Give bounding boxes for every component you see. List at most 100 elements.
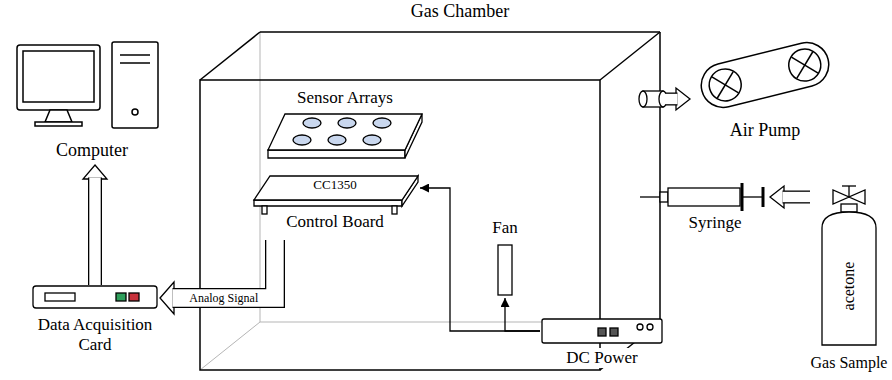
wire-line [505,298,540,331]
fan-label: Fan [485,218,525,238]
syringe-icon-part [660,192,668,202]
air-pump-icon-part [785,46,824,85]
daq-card-icon-part [33,286,157,308]
computer-icon-part [35,122,82,126]
air-pump-icon-part [791,52,818,79]
dc-power: DC Power [540,318,665,368]
wire-arrow [420,188,540,331]
sensor-array-plate-part [293,118,391,145]
block-arrow [665,88,690,110]
arrow-body [173,240,276,298]
dc-power-box-part [598,328,606,336]
syringe-icon-part [762,187,765,207]
block-arrow [160,240,275,314]
fan-icon-part [498,245,512,295]
chamber-outline-part [200,32,260,80]
dc-power-box-part [647,324,653,330]
gas-cylinder-icon-part [822,212,876,345]
chamber-outline-part [600,32,660,80]
gas-sample-label: Gas Sample [806,354,892,372]
computer: Computer [12,40,172,165]
gas-sample: acetoneGas Sample [810,182,888,377]
computer-icon-part [132,109,138,115]
gas-cylinder-icon-part [841,204,857,212]
computer-icon-part [45,110,72,122]
computer-icon-part [112,42,158,128]
daq-card-icon-part [45,293,75,301]
dc-power-box-part [610,328,618,336]
air-pump-icon-part [712,72,739,99]
control-board-shape-part [392,206,397,214]
computer-icon-part [120,54,150,56]
computer-icon [17,42,158,128]
control-board-shape [254,176,418,214]
sensor-array-plate-part-part [338,118,356,128]
chamber-outline-part [659,32,661,322]
sensor-array-plate-part-part [293,135,311,145]
gas-cylinder-icon-part [842,185,856,186]
sensor-array-plate-part-part [363,135,381,145]
arrow-head [83,165,107,179]
gas-chamber: Gas ChamberSensor ArraysCC1350Control Bo… [195,0,665,375]
syringe-icon-part [742,196,762,197]
sensor-array-plate-part [268,150,405,158]
sensor-array: Sensor Arrays [265,88,425,170]
fan-icon [498,245,512,295]
arrow-head [770,186,784,208]
sensor-array-plate-part-part [303,118,321,128]
data-acquisition-card-label: Data Acquisition Card [30,315,160,354]
control-board-shape-part [254,176,418,200]
daq-card-icon [33,286,157,308]
control-board-shape-part [262,206,267,214]
chamber-outline-part [200,80,600,370]
computer-icon-part [17,45,100,110]
gas-cylinder-icon-part [833,190,849,204]
air-pump-icon-part [712,72,739,99]
arrow-body [89,178,100,286]
dc-power-box-part [637,324,643,330]
chamber-outline-part [260,31,660,33]
arrow-outline [173,240,276,298]
computer-icon-part [23,51,94,102]
signal-label: Analog Signal [187,292,260,305]
dc-power-box [542,319,662,343]
gas-cylinder-icon [822,186,876,345]
control-board-label: CC1350 [280,178,390,193]
sensor-array-label: Sensor Arrays [265,88,425,108]
chamber-port [639,91,667,107]
arrow-body [665,94,678,104]
syringe: Syringe [640,185,770,235]
chamber-hidden-edges-part [260,32,261,322]
air-pump-label: Air Pump [690,120,840,141]
arrow-body [783,192,811,202]
daq-card-icon-part [116,293,126,301]
block-arrow [83,165,107,285]
computer-icon-part [120,62,150,64]
chamber-port-part [639,91,647,107]
computer-label: Computer [12,140,172,161]
arrow-head [160,282,174,314]
daq-card-icon-part [129,293,139,301]
control-board-label: Control Board [250,212,420,232]
block-arrow [770,186,810,208]
syringe-icon [640,183,763,211]
wire-line [420,188,540,331]
wire-arrow [505,298,540,331]
sensor-array-plate-part-part [328,135,346,145]
air-pump: Air Pump [690,40,840,145]
air-pump-icon [697,38,834,112]
gas-sample-label: acetone [839,236,859,336]
sensor-array-plate-part [268,114,422,150]
fan: Fan [485,218,525,298]
dc-power-box-part [542,319,662,343]
control-board-shape-part [254,200,402,206]
control-board: CC1350Control Board [250,172,420,240]
dc-power-label: DC Power [552,348,652,368]
arrow-outline [783,191,811,204]
gas-cylinder-icon-part [848,186,849,197]
sensor-array-plate [268,114,422,158]
arrow-outline [665,93,678,106]
air-pump-icon-part [697,38,834,112]
air-pump-icon-part [791,52,818,79]
